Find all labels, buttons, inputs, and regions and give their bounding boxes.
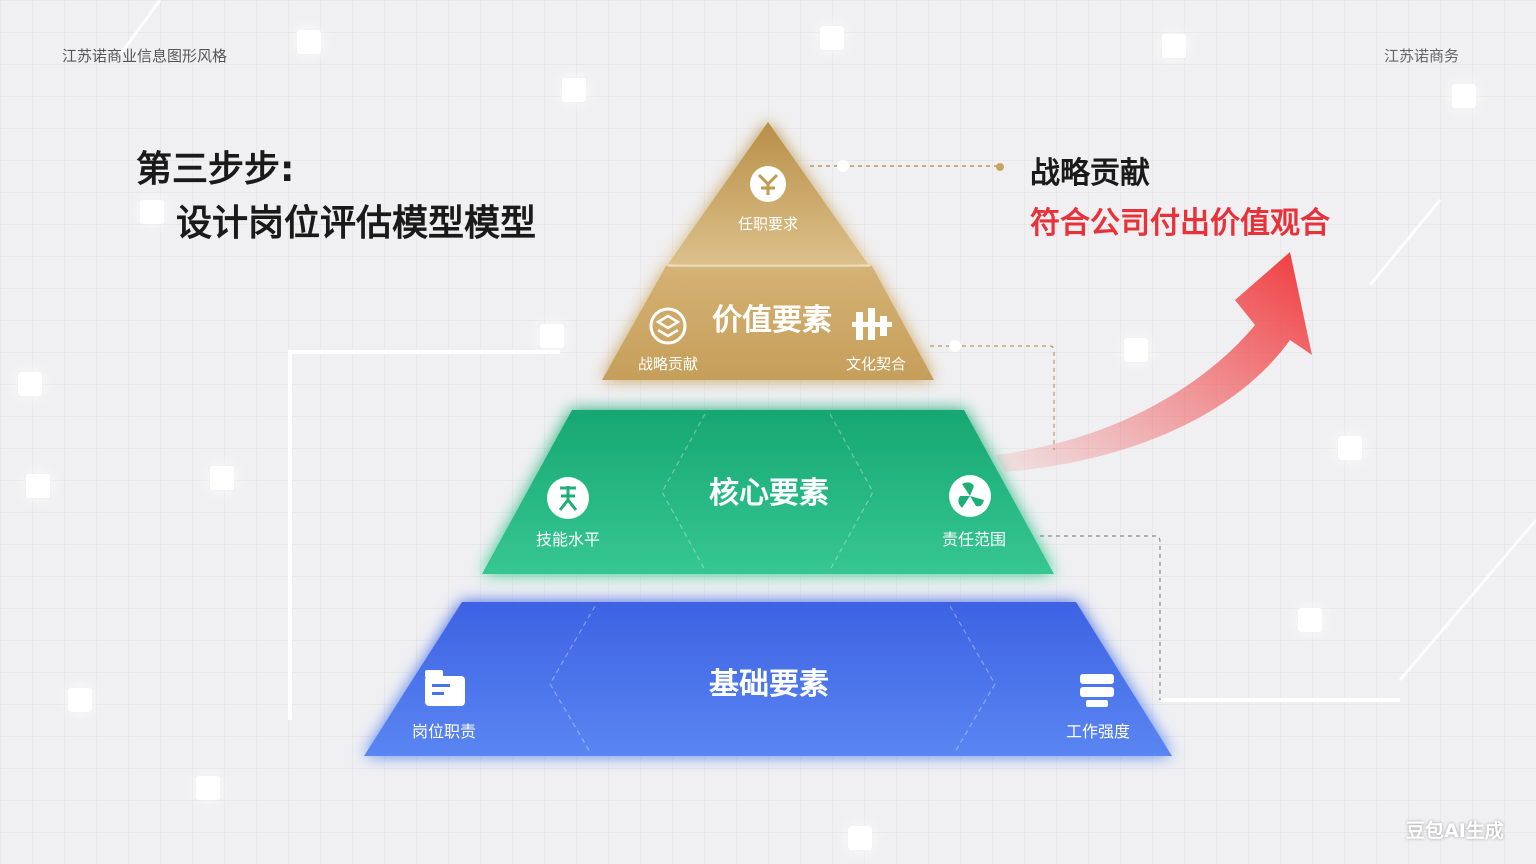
watermark: 豆包AI生成 [1406,820,1504,842]
server-icon [1080,674,1114,707]
tier-base [364,602,1172,756]
light-streak [1398,519,1536,681]
grid-icon [852,308,892,340]
page-title-line2: 设计岗位评估模型模型 [176,203,537,244]
value-tier-left-label: 战略贡献 [638,355,698,373]
decor-square [210,466,234,490]
decor-square [1124,338,1148,362]
tier-value [602,266,934,380]
growth-arrow [995,252,1312,472]
value-tier-right-label: 文化契合 [846,355,906,373]
core-tier-title: 核心要素 [709,476,829,511]
decor-square [1452,84,1476,108]
decor-square [140,200,164,224]
decor-square [26,474,50,498]
stack-icon [649,307,687,345]
callout-label: 战略贡献 [1030,156,1150,191]
folder-icon [425,670,465,706]
connector-node [837,160,849,172]
dashed-connector-value [930,345,1055,450]
connector-dot [996,163,1004,171]
top-tier-label: 任职要求 [738,215,798,233]
decor-square [820,26,844,50]
value-tier-title: 价值要素 [712,303,832,338]
tier-core [482,410,1054,574]
base-tier-left-label: 岗位职责 [412,722,476,741]
base-tier-title: 基础要素 [709,667,829,702]
core-tier-left-label: 技能水平 [536,530,600,549]
dashed-connector-core [1040,535,1161,700]
decor-square [848,826,872,850]
decor-square [297,30,321,54]
decor-square [1162,34,1186,58]
connector-line-left [288,350,560,720]
header-left-caption: 江苏诺商业信息图形风格 [62,47,228,65]
decor-square [18,372,42,396]
light-streak [1368,199,1442,286]
decor-square [196,776,220,800]
page-title-line1: 第三步步: [136,149,295,190]
decor-square [562,78,586,102]
decor-square [1298,608,1322,632]
decor-square [68,688,92,712]
header-right-caption: 江苏诺商务 [1384,47,1460,65]
callout-subtitle: 符合公司付出价值观合 [1030,206,1330,241]
base-tier-right-label: 工作强度 [1066,722,1130,741]
connector-node [949,340,961,352]
core-tier-right-label: 责任范围 [942,530,1006,549]
light-streak [118,0,162,56]
decor-square [1338,436,1362,460]
decor-square [540,324,564,348]
